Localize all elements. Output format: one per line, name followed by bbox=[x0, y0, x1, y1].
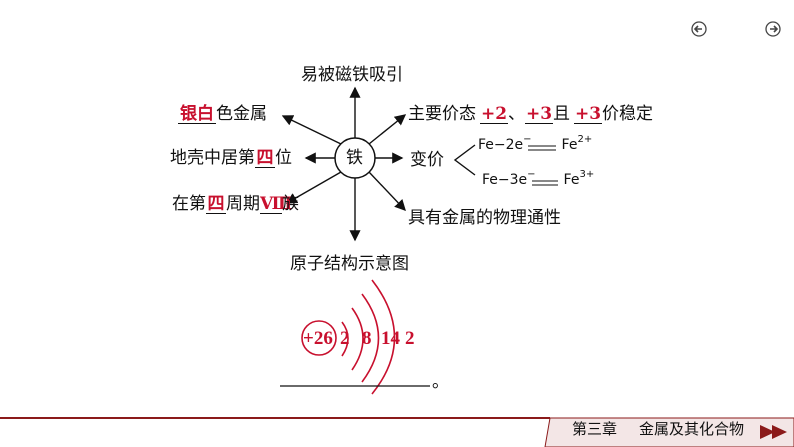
chapter-number: 第三章 bbox=[571, 420, 617, 438]
shell-3-electrons: 14 bbox=[381, 328, 400, 349]
color-statement: 银白色金属 bbox=[178, 104, 267, 124]
equation-fe2: Fe−2e−Fe2+ bbox=[478, 134, 593, 153]
periodic-position-statement: 在第四周期Ⅷ族 bbox=[172, 194, 299, 214]
footer-chapter: 第三章 金属及其化合物 bbox=[572, 418, 744, 439]
answer-period-mark: 。 bbox=[432, 372, 449, 392]
equation-fe3: Fe−3e−Fe3+ bbox=[482, 169, 595, 188]
bottom-label: 原子结构示意图 bbox=[290, 254, 409, 274]
crust-abundance-statement: 地壳中居第四位 bbox=[170, 148, 292, 168]
nucleus-charge: +26 bbox=[303, 328, 333, 349]
arrow-up-left bbox=[281, 115, 342, 145]
footer-band bbox=[544, 417, 794, 447]
physical-properties-label: 具有金属的物理通性 bbox=[408, 208, 561, 228]
valence-bracket bbox=[453, 144, 476, 176]
arrow-down-right bbox=[368, 171, 406, 212]
footer-arrow-icon bbox=[760, 425, 787, 439]
top-label: 易被磁铁吸引 bbox=[301, 65, 403, 85]
answer-group: Ⅷ bbox=[260, 194, 293, 214]
nucleus-circle bbox=[301, 320, 337, 356]
electron-shell-arcs bbox=[341, 279, 396, 395]
arrow-up-right bbox=[368, 114, 407, 145]
arrow-right-icon[interactable] bbox=[764, 20, 782, 38]
shell-1-electrons: 2 bbox=[340, 328, 350, 349]
answer-period: 四 bbox=[206, 194, 226, 214]
answer-color: 银白 bbox=[178, 104, 216, 124]
shell-4-electrons: 2 bbox=[405, 328, 415, 349]
answer-valence-1: +2 bbox=[480, 104, 508, 124]
answer-valence-3: +3 bbox=[574, 104, 602, 124]
chapter-title: 金属及其化合物 bbox=[638, 420, 744, 438]
arrow-down-left bbox=[285, 171, 342, 204]
center-label: 铁 bbox=[346, 148, 363, 168]
valence-statement: 主要价态+2、+3且+3价稳定 bbox=[408, 104, 653, 124]
variable-valence-label: 变价 bbox=[410, 150, 444, 170]
shell-2-electrons: 8 bbox=[362, 328, 372, 349]
answer-crust-rank: 四 bbox=[255, 148, 275, 168]
answer-valence-2: +3 bbox=[525, 104, 553, 124]
equal-signs bbox=[528, 145, 558, 186]
arrow-left-icon[interactable] bbox=[690, 20, 708, 38]
